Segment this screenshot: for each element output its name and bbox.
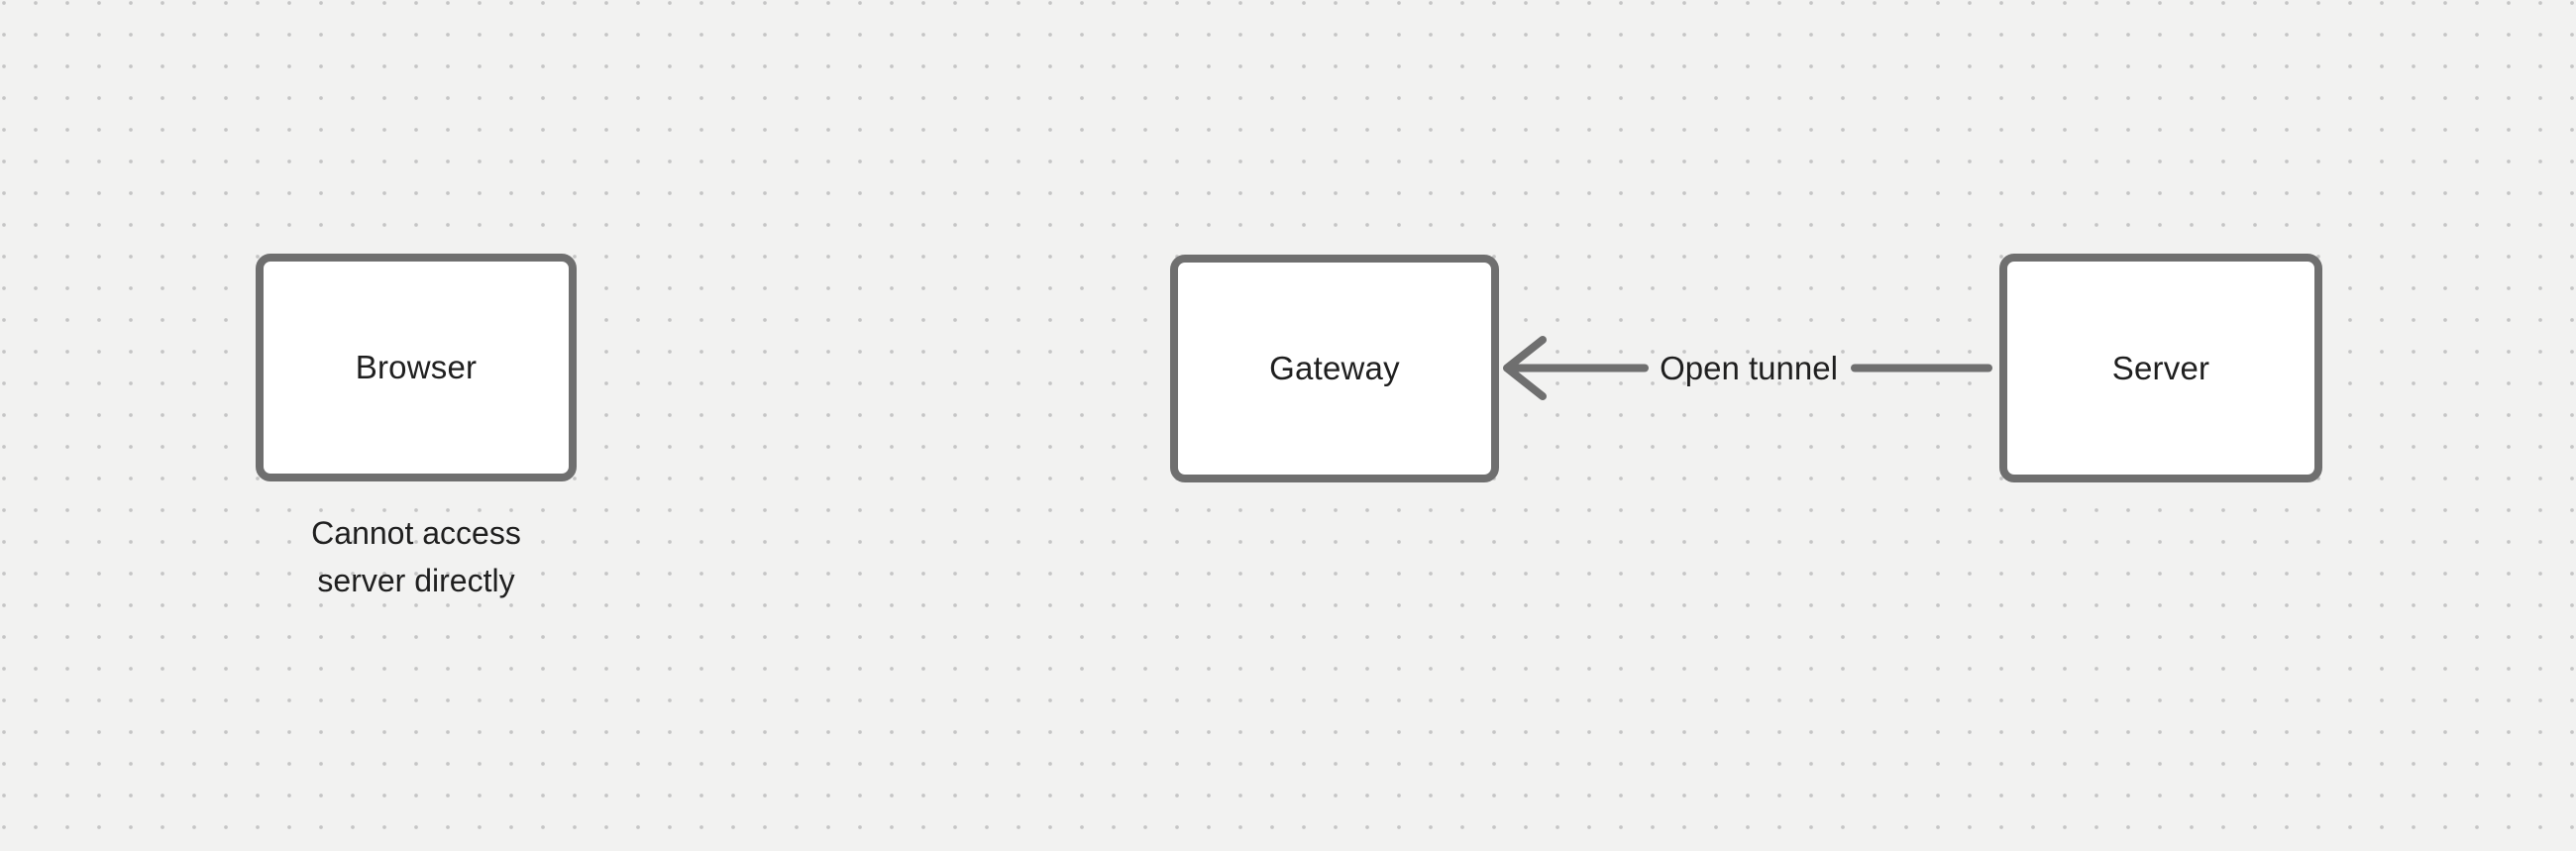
node-gateway[interactable]: Gateway <box>1170 255 1499 482</box>
caption-cannot-access[interactable]: Cannot access server directly <box>218 509 614 604</box>
node-browser[interactable]: Browser <box>256 254 577 481</box>
arrow-label[interactable]: Open tunnel <box>1660 350 1838 386</box>
caption-line-1: Cannot access <box>311 515 521 551</box>
node-browser-label: Browser <box>355 349 478 385</box>
node-gateway-label: Gateway <box>1269 350 1400 386</box>
node-server[interactable]: Server <box>1999 254 2322 482</box>
node-server-label: Server <box>2111 349 2210 386</box>
caption-line-2: server directly <box>317 563 515 598</box>
